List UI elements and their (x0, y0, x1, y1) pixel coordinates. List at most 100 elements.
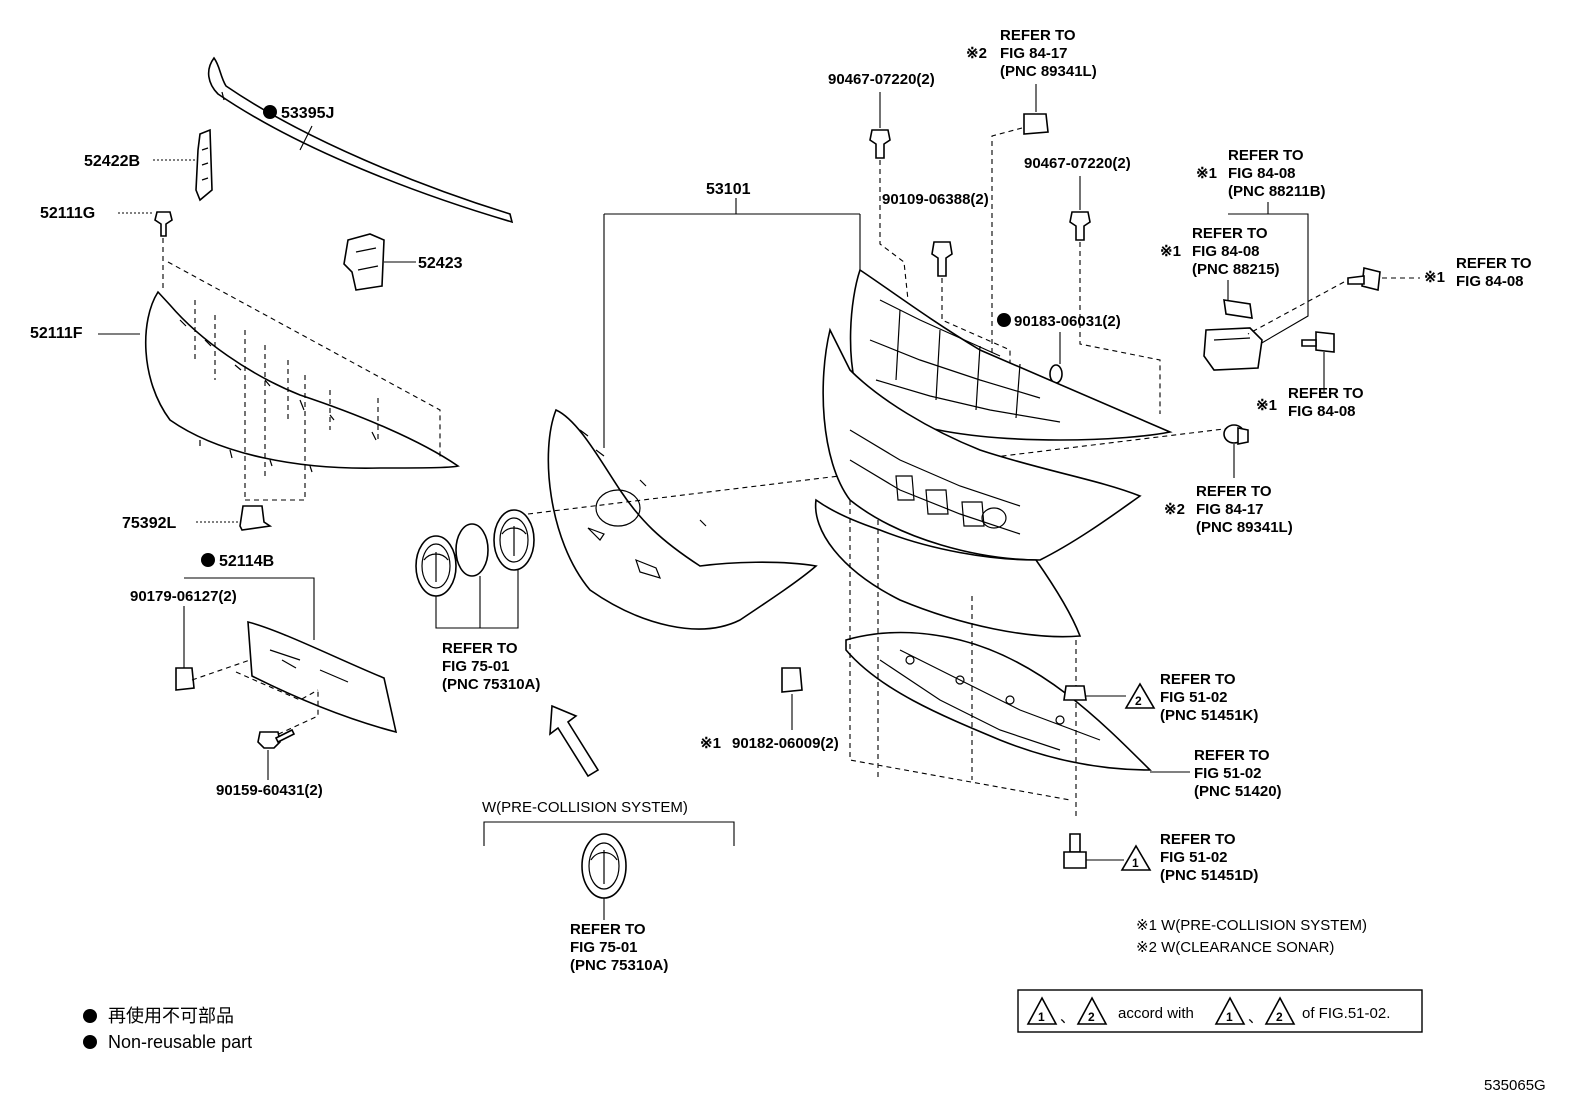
mark-m2-r6: ※2 (1164, 501, 1185, 518)
ref-r3-l3: (PNC 88215) (1192, 261, 1280, 278)
svg-text:of FIG.51-02.: of FIG.51-02. (1302, 1005, 1390, 1022)
emblem-front-b (493, 509, 535, 571)
ref-r10-l2: FIG 51-02 (1160, 849, 1228, 866)
label-52422b: 52422B (84, 153, 140, 170)
grille-main (822, 327, 1142, 561)
bracket-52423 (343, 233, 385, 291)
ref-r9-l1: REFER TO (1194, 747, 1270, 764)
ref-r1-l3: (PNC 89341L) (1000, 63, 1097, 80)
figure-id: 535065G (1484, 1077, 1546, 1094)
clip-90182 (781, 667, 803, 693)
mark-m2-top: ※2 (966, 45, 987, 62)
svg-text:2: 2 (1276, 1010, 1283, 1024)
bolt-90109 (931, 241, 953, 277)
label-90159: 90159-60431(2) (216, 782, 323, 799)
mark-m1-r5: ※1 (1256, 397, 1277, 414)
ref-r5-l1: REFER TO (1288, 385, 1364, 402)
legend-en: Non-reusable part (108, 1032, 252, 1052)
label-52111f: 52111F (30, 325, 83, 342)
ref-r11-l2: FIG 75-01 (570, 939, 638, 956)
ref-r3-l1: REFER TO (1192, 225, 1268, 242)
option-label: W(PRE-COLLISION SYSTEM) (482, 799, 688, 816)
ref-r1-l2: FIG 84-17 (1000, 45, 1068, 62)
ref-r2-l3: (PNC 88211B) (1228, 183, 1326, 200)
note-1: ※1 W(PRE-COLLISION SYSTEM) (1136, 917, 1367, 934)
non-reusable-dot (997, 313, 1011, 327)
license-bracket-52114b (247, 620, 398, 734)
clip-90179 (175, 667, 195, 691)
emblem-cover (455, 523, 489, 577)
ref-r5-l2: FIG 84-08 (1288, 403, 1356, 420)
clip-52111g (154, 211, 173, 237)
label-90467-a: 90467-07220(2) (828, 71, 935, 88)
radar-88211b (1203, 327, 1263, 371)
label-90179: 90179-06127(2) (130, 588, 237, 605)
under-cover-51420 (845, 631, 1152, 771)
bracket-52422b (195, 128, 213, 202)
emblem-front-a (415, 535, 457, 597)
triangle-1-a (1120, 844, 1152, 871)
sensor-88215 (1223, 299, 1253, 319)
lower-bumper-skin (814, 498, 1082, 638)
non-reusable-dot (201, 553, 215, 567)
molding-53395j (207, 56, 514, 224)
screw-90159 (257, 728, 296, 749)
bolt-84-08-mid (1301, 331, 1335, 353)
ref-r2-l2: FIG 84-08 (1228, 165, 1296, 182)
svg-text:1: 1 (1038, 1010, 1045, 1024)
view-arrow (549, 704, 600, 778)
svg-text:1: 1 (1132, 856, 1139, 870)
sensor-89341l-right (1223, 424, 1249, 445)
ref-r4-l1: REFER TO (1456, 255, 1532, 272)
legend-jp: 再使用不可部品 (108, 1006, 234, 1026)
clip-90467-a (869, 129, 891, 159)
note-2: ※2 W(CLEARANCE SONAR) (1136, 939, 1334, 956)
ref-r10-l3: (PNC 51451D) (1160, 867, 1258, 884)
mark-m1-r4: ※1 (1424, 269, 1445, 286)
screw-51451d (1063, 833, 1087, 869)
svg-text:2: 2 (1088, 1010, 1095, 1024)
label-90183: 90183-06031(2) (1014, 313, 1121, 330)
bumper-53101 (547, 408, 818, 630)
svg-text:2: 2 (1135, 694, 1142, 708)
svg-text:1: 1 (1226, 1010, 1233, 1024)
ref-r7-l2: FIG 75-01 (442, 658, 510, 675)
label-52423: 52423 (418, 255, 463, 272)
mark-m1-r2: ※1 (1196, 165, 1217, 182)
sensor-89341l-top (1023, 113, 1049, 135)
non-reusable-dot (263, 105, 277, 119)
svg-text:、: 、 (1248, 1009, 1263, 1026)
clip-75392l (239, 505, 273, 531)
ref-r10-l1: REFER TO (1160, 831, 1236, 848)
label-53395j: 53395J (281, 105, 334, 122)
ref-r6-l2: FIG 84-17 (1196, 501, 1264, 518)
bolt-84-08-top (1347, 267, 1381, 291)
ref-r4-l2: FIG 84-08 (1456, 273, 1524, 290)
clip-51451k (1063, 685, 1087, 701)
label-53101: 53101 (706, 181, 751, 198)
ref-r8-l3: (PNC 51451K) (1160, 707, 1258, 724)
label-75392l: 75392L (122, 515, 176, 532)
accord-box: 1 、 2 accord with 1 、 2 of FIG.51-02. (1017, 989, 1423, 1033)
ref-r6-l3: (PNC 89341L) (1196, 519, 1293, 536)
label-52114b: 52114B (219, 553, 274, 570)
label-90109: 90109-06388(2) (882, 191, 989, 208)
label-90182: 90182-06009(2) (732, 735, 839, 752)
clip-90467-b (1069, 211, 1091, 241)
ref-r11-l3: (PNC 75310A) (570, 957, 668, 974)
cover-52111f (144, 290, 460, 473)
triangle-2-a (1124, 682, 1156, 709)
ref-r8-l1: REFER TO (1160, 671, 1236, 688)
ref-r9-l3: (PNC 51420) (1194, 783, 1282, 800)
ref-r7-l1: REFER TO (442, 640, 518, 657)
label-90467-b: 90467-07220(2) (1024, 155, 1131, 172)
ref-r11-l1: REFER TO (570, 921, 646, 938)
svg-text:accord with: accord with (1118, 1005, 1194, 1022)
mark-m1-90182: ※1 (700, 735, 721, 752)
ref-r3-l2: FIG 84-08 (1192, 243, 1260, 260)
ref-r7-l3: (PNC 75310A) (442, 676, 540, 693)
ref-r8-l2: FIG 51-02 (1160, 689, 1228, 706)
svg-text:、: 、 (1060, 1009, 1075, 1026)
ref-r9-l2: FIG 51-02 (1194, 765, 1262, 782)
